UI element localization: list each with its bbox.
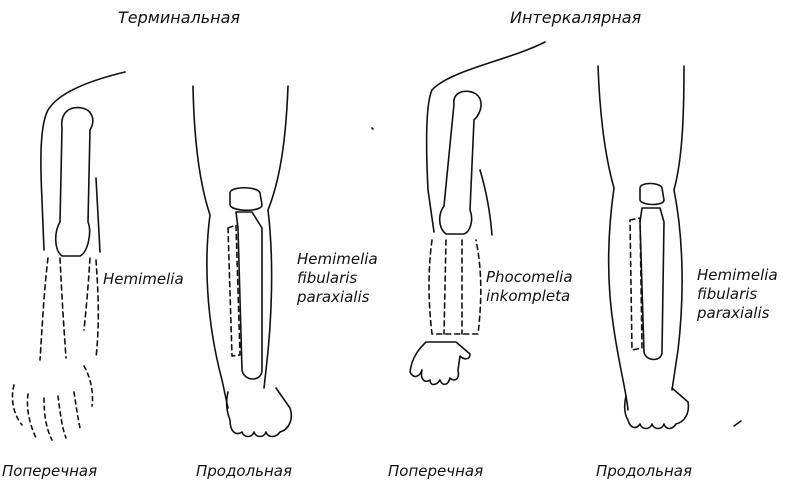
heading-intercalary: Интеркалярная [510, 9, 641, 27]
humerus-bone [440, 91, 481, 234]
thigh-right-outline [672, 66, 684, 390]
term-line: fibularis [697, 285, 778, 304]
intercalary-longitudinal-leg [598, 66, 688, 429]
foot [625, 388, 689, 429]
absent-hand-dashed [12, 366, 92, 440]
arm-inner-edge [480, 170, 492, 235]
label-hemimelia-fibularis-1: Hemimelia fibularis paraxialis [297, 250, 378, 307]
stray-mark [372, 128, 373, 129]
patella [230, 188, 262, 211]
label-hemimelia-fibularis-2: Hemimelia fibularis paraxialis [697, 266, 778, 323]
bottom-label-longitudinal-2: Продольная [596, 462, 692, 480]
label-hemimelia: Hemimelia [103, 270, 184, 289]
term-line: paraxialis [697, 304, 778, 323]
patella [640, 184, 664, 205]
bottom-label-longitudinal-1: Продольная [196, 462, 292, 480]
terminal-transverse-arm [12, 72, 125, 440]
label-phocomelia-inkompleta: Phocomelia inkompleta [486, 268, 573, 306]
intercalary-transverse-arm [410, 42, 545, 385]
tibia-bone [640, 208, 664, 360]
terminal-longitudinal-leg [193, 86, 291, 437]
foot [227, 388, 292, 437]
term-line: Hemimelia [297, 250, 378, 269]
arm-inner-edge [96, 178, 100, 252]
thigh-right-outline [264, 86, 288, 388]
hand [410, 342, 470, 385]
term-line: Phocomelia [486, 268, 573, 287]
bottom-label-transverse-2: Поперечная [388, 462, 483, 480]
heading-terminal: Терминальная [118, 9, 240, 27]
stray-mark [734, 421, 741, 426]
arm-outline [41, 72, 125, 250]
term-line: fibularis [297, 269, 378, 288]
thigh-left-outline [193, 86, 228, 408]
thigh-left-outline [598, 66, 628, 410]
absent-forearm-dashed [40, 258, 98, 360]
term-line: paraxialis [297, 288, 378, 307]
term-line: inkompleta [486, 287, 573, 306]
term-line: Hemimelia [697, 266, 778, 285]
fibula-dashed [630, 218, 642, 350]
forearm-dashed [429, 240, 481, 334]
humerus-bone [56, 108, 93, 256]
bottom-label-transverse-1: Поперечная [2, 462, 97, 480]
